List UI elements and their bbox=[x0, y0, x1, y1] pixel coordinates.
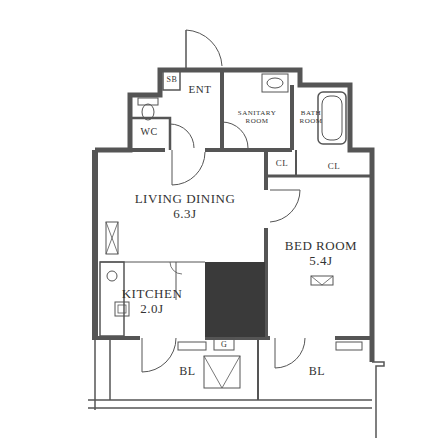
room-name: BL bbox=[309, 365, 325, 379]
room-size: 2.0J bbox=[140, 302, 163, 317]
room-area: LIVING DINING6.3J bbox=[110, 178, 260, 236]
meter-box-label: G bbox=[216, 339, 232, 350]
room-size: 6.3J bbox=[173, 207, 196, 222]
room-area: WC bbox=[134, 122, 164, 142]
room-area: BATH ROOM bbox=[296, 100, 326, 134]
room-area: BED ROOM5.4J bbox=[272, 230, 370, 278]
room-name: ENT bbox=[189, 83, 212, 96]
room-name: KITCHEN bbox=[122, 287, 183, 302]
room-area: CL bbox=[270, 154, 294, 172]
room-area: CL bbox=[298, 158, 370, 174]
structural-column bbox=[205, 262, 265, 337]
room-name: BED ROOM bbox=[285, 239, 357, 254]
room-area: ENT bbox=[181, 75, 219, 103]
room-name: SANITARY ROOM bbox=[233, 109, 281, 125]
room-name: LIVING DINING bbox=[135, 192, 236, 207]
room-size: 5.4J bbox=[309, 254, 332, 269]
room-name: BL bbox=[179, 365, 195, 379]
room-area: SANITARY ROOM bbox=[233, 100, 281, 134]
room-name: SB bbox=[167, 75, 178, 84]
room-name: CL bbox=[276, 158, 289, 168]
room-area: KITCHEN2.0J bbox=[102, 280, 202, 324]
room-area: BL bbox=[140, 362, 235, 382]
room-area: BL bbox=[262, 362, 372, 382]
room-name: CL bbox=[328, 161, 341, 171]
room-name: BATH ROOM bbox=[296, 109, 326, 125]
room-name: WC bbox=[140, 126, 157, 138]
room-area: SB bbox=[165, 72, 179, 88]
